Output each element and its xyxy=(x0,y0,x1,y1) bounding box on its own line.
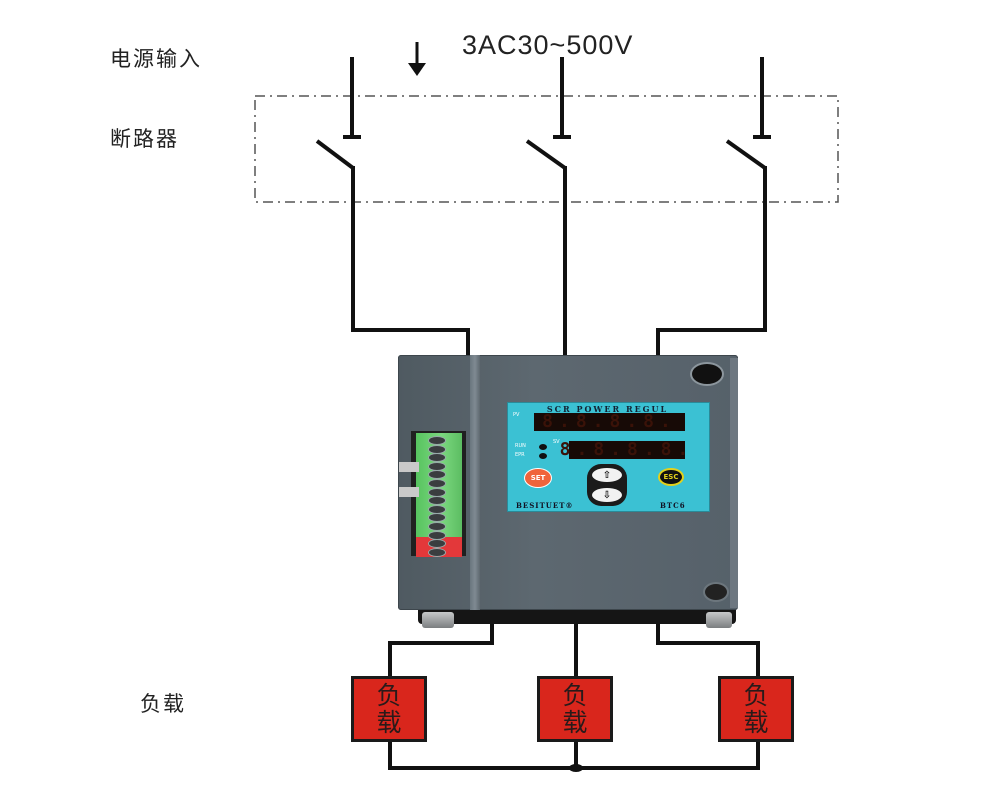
terminal-clip xyxy=(399,487,419,497)
up-arrow-button[interactable]: ⇧ xyxy=(592,468,622,482)
junction-dot xyxy=(569,764,583,772)
brand-name: BESITUET® xyxy=(516,501,574,510)
sv-label: SV xyxy=(553,439,560,445)
housing-divider xyxy=(470,355,480,610)
set-button[interactable]: SET xyxy=(524,468,552,488)
screw-icon xyxy=(703,582,729,602)
epr-label: EPR xyxy=(515,452,525,458)
phase-l2-line xyxy=(525,57,571,356)
down-arrow-button[interactable]: ⇩ xyxy=(592,488,622,502)
terminal-screw-icon xyxy=(428,453,446,463)
panel-title: SCR POWER REGUL xyxy=(546,404,669,414)
mounting-foot xyxy=(422,612,454,628)
output-l1-line xyxy=(388,622,494,678)
voltage-label: 3AC30~500V xyxy=(462,30,634,60)
breaker-label: 断路器 xyxy=(110,127,179,151)
load-label: 负载 xyxy=(140,692,186,716)
terminal-screw-icon xyxy=(428,539,446,549)
terminal-clip xyxy=(399,462,419,472)
terminal-screw-icon xyxy=(428,530,446,540)
load-2: 负 载 xyxy=(537,676,613,742)
terminal-screw-icon xyxy=(428,487,446,497)
breaker-enclosure xyxy=(254,95,839,203)
load-3: 负 载 xyxy=(718,676,794,742)
load-1-text-top: 负 xyxy=(376,681,402,710)
terminal-screw-icon xyxy=(428,444,446,454)
pv-display: 8.8.8.8. xyxy=(534,413,685,431)
model-name: BTC6 xyxy=(660,501,686,510)
terminal-screw-icon xyxy=(428,470,446,480)
pv-label: PV xyxy=(513,412,520,418)
terminal-screw-icon xyxy=(428,504,446,514)
terminal-screw-icon xyxy=(428,522,446,531)
phase-l1-line xyxy=(315,57,470,356)
run-label: RUN xyxy=(515,443,526,449)
housing-edge xyxy=(730,358,738,608)
load-1-text-bottom: 载 xyxy=(376,708,402,737)
arrow-down-icon xyxy=(408,42,426,76)
load-3-text-top: 负 xyxy=(743,681,769,710)
phase-l3-line xyxy=(656,57,771,356)
terminal-screw-icon xyxy=(428,436,446,445)
esc-button[interactable]: ESC xyxy=(658,468,684,486)
output-l3-line xyxy=(656,622,760,678)
load-2-text-bottom: 载 xyxy=(562,708,588,737)
run-led xyxy=(539,444,547,450)
terminal-screw-icon xyxy=(428,461,446,471)
epr-led xyxy=(539,453,547,459)
sv-value: 8.8.8.8. xyxy=(559,439,695,460)
terminal-screw-icon xyxy=(428,513,446,523)
screw-icon xyxy=(690,362,724,386)
sv-display: 8.8.8.8. xyxy=(560,441,688,459)
pv-value: 8.8.8.8. xyxy=(542,411,677,432)
power-input-label: 电源输入 xyxy=(110,47,202,71)
load-1: 负 载 xyxy=(351,676,427,742)
load-3-text-bottom: 载 xyxy=(743,708,769,737)
terminal-screw-icon xyxy=(428,547,446,557)
terminal-screw-icon xyxy=(428,479,446,488)
load-2-text-top: 负 xyxy=(562,681,588,710)
terminal-screw-icon xyxy=(428,496,446,506)
mounting-foot xyxy=(706,612,732,628)
